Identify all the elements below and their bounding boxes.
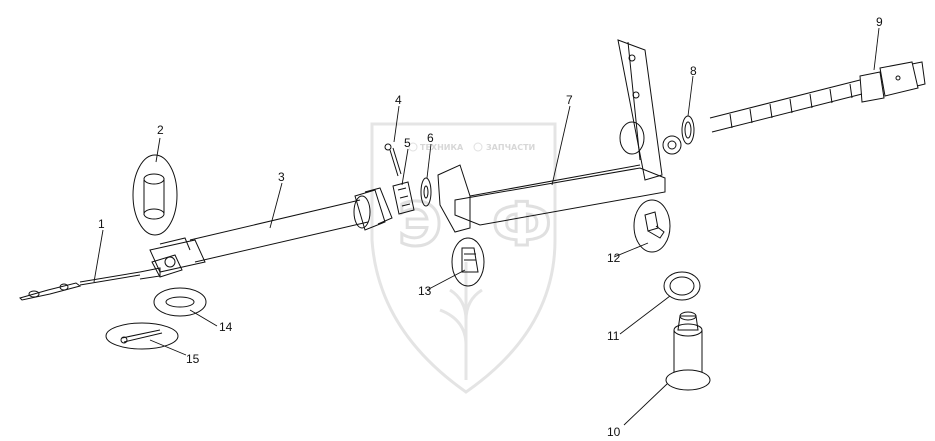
- watermark-left-text: ТЕХНИКА: [420, 143, 464, 152]
- callout-4: 4: [395, 93, 402, 107]
- callout-11: 11: [607, 329, 620, 343]
- part-15-cotter: [105, 322, 179, 350]
- part-12-fitting: [633, 199, 671, 253]
- callout-12: 12: [607, 251, 621, 265]
- leader-lines: [93, 27, 880, 426]
- callout-15: 15: [186, 352, 200, 366]
- part-10-plunger: [665, 311, 711, 391]
- callout-7: 7: [566, 93, 573, 107]
- callout-14: 14: [219, 320, 233, 334]
- part-4-pin: [384, 143, 402, 177]
- part-14-washer: [153, 287, 207, 317]
- watermark: ТЕХНИКА ЗАПЧАСТИ Э Ф: [370, 122, 557, 394]
- part-2-sleeve: [132, 154, 178, 236]
- part-7-frame: [437, 39, 682, 233]
- part-5-bracket: [392, 181, 415, 215]
- watermark-letter-f: Ф: [492, 190, 552, 260]
- callout-13: 13: [418, 284, 432, 298]
- part-nut-assembly: [353, 187, 393, 231]
- watermark-letter-e: Э: [398, 190, 442, 260]
- callout-9: 9: [876, 15, 883, 29]
- part-3-rod: [149, 199, 369, 278]
- callout-8: 8: [690, 64, 697, 78]
- callout-6: 6: [427, 131, 434, 145]
- part-1-cable: [19, 267, 161, 301]
- part-6-washer: [420, 177, 432, 207]
- callout-2: 2: [157, 123, 164, 137]
- part-9-shaft: [709, 61, 926, 133]
- part-11-ring: [663, 271, 701, 301]
- callout-5: 5: [404, 136, 411, 150]
- part-13-fitting: [451, 237, 485, 287]
- callout-labels: 1 2 3 4 5 6 7 8 9 10 11 12 13 14 15: [98, 15, 883, 439]
- callout-1: 1: [98, 217, 105, 231]
- part-8-ring: [681, 115, 695, 145]
- callout-10: 10: [607, 425, 621, 439]
- watermark-right-text: ЗАПЧАСТИ: [486, 143, 535, 152]
- callout-3: 3: [278, 170, 285, 184]
